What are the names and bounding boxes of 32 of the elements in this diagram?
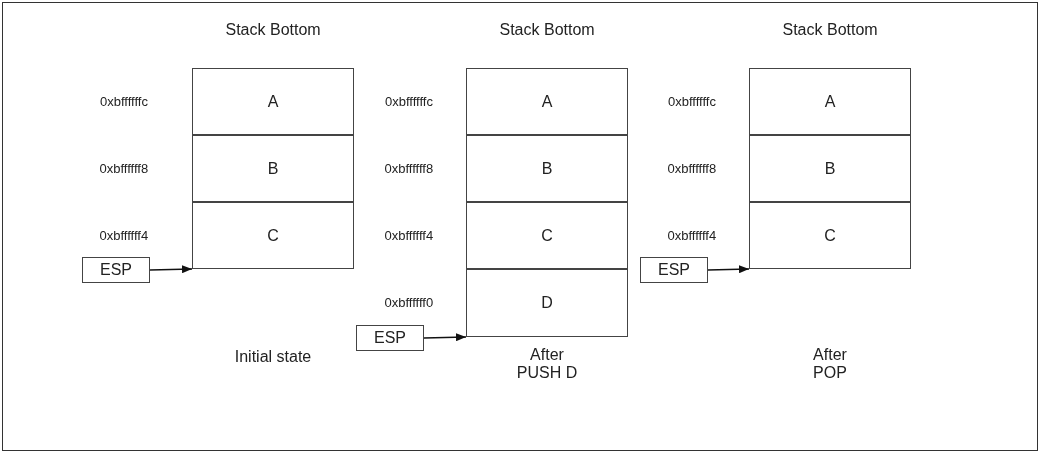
register-box: ESP	[82, 257, 150, 283]
stack-slot: C	[749, 202, 911, 269]
stack-slot: B	[192, 135, 354, 202]
stack-slot: B	[466, 135, 628, 202]
address-label: 0xbffffffc	[385, 93, 433, 109]
address-label: 0xbffffff4	[99, 227, 149, 243]
arrow	[707, 265, 750, 274]
stack-slot: A	[749, 68, 911, 135]
arrow	[149, 265, 193, 274]
arrow	[423, 333, 467, 342]
stack-slot: D	[466, 269, 628, 337]
address-label: 0xbffffff4	[667, 227, 717, 243]
state-caption: After PUSH D	[515, 346, 579, 382]
address-label: 0xbffffff4	[384, 227, 434, 243]
stack-heading: Stack Bottom	[499, 21, 595, 39]
state-caption: Initial state	[233, 348, 313, 366]
stack-slot: A	[466, 68, 628, 135]
address-label: 0xbffffffc	[668, 93, 716, 109]
stack-slot: C	[192, 202, 354, 269]
address-label: 0xbffffffc	[100, 93, 148, 109]
state-caption: After POP	[812, 346, 848, 382]
stack-slot: A	[192, 68, 354, 135]
register-box: ESP	[356, 325, 424, 351]
stack-heading: Stack Bottom	[225, 21, 321, 39]
stack-slot: B	[749, 135, 911, 202]
address-label: 0xbffffff0	[384, 294, 434, 310]
register-box: ESP	[640, 257, 708, 283]
address-label: 0xbffffff8	[99, 160, 149, 176]
stack-slot: C	[466, 202, 628, 269]
address-label: 0xbffffff8	[384, 160, 434, 176]
address-label: 0xbffffff8	[667, 160, 717, 176]
stack-heading: Stack Bottom	[782, 21, 878, 39]
